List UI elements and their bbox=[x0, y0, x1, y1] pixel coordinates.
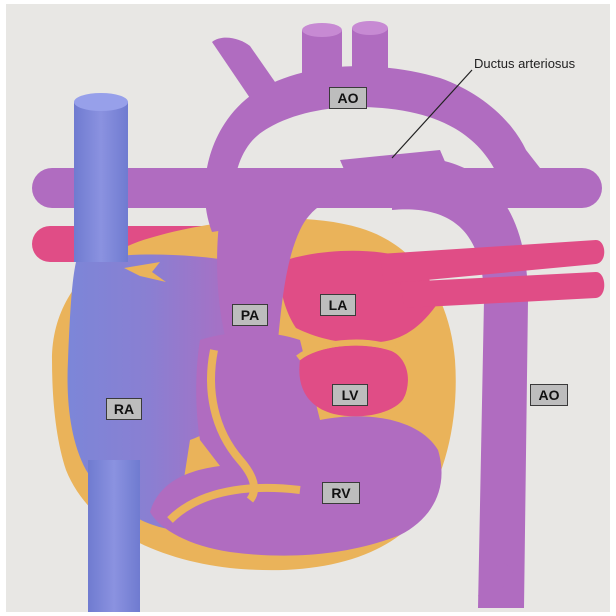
label-rv: RV bbox=[322, 482, 360, 504]
carotid-branch-top bbox=[302, 23, 342, 37]
inferior-vena-cava bbox=[88, 460, 140, 612]
ductus-arteriosus-label: Ductus arteriosus bbox=[474, 56, 575, 71]
label-la: LA bbox=[320, 294, 356, 316]
label-ao-top: AO bbox=[329, 87, 367, 109]
subclavian-branch bbox=[352, 28, 388, 94]
superior-vena-cava bbox=[74, 102, 128, 262]
superior-vena-cava-top bbox=[74, 93, 128, 111]
label-pa: PA bbox=[232, 304, 268, 326]
label-lv: LV bbox=[332, 384, 368, 406]
label-ao-right: AO bbox=[530, 384, 568, 406]
subclavian-branch-top bbox=[352, 21, 388, 35]
label-ra: RA bbox=[106, 398, 142, 420]
